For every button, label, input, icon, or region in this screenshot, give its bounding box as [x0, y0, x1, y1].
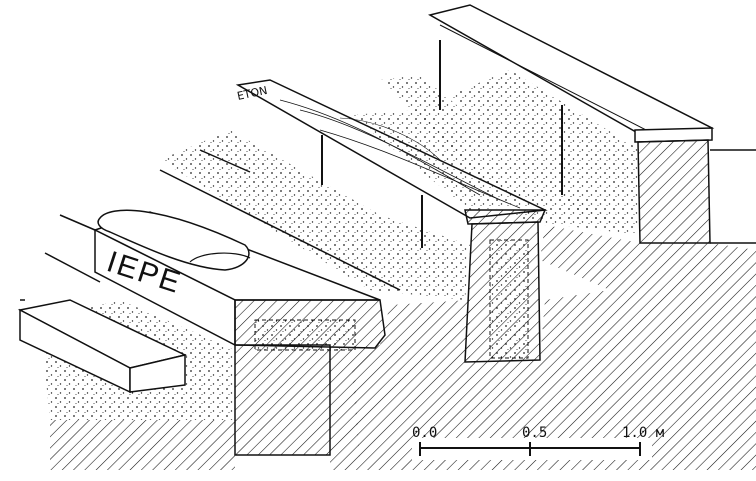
back-bench — [428, 4, 715, 244]
cushion — [97, 209, 251, 271]
middle-fill — [160, 110, 540, 300]
scale-label-10: 1.0 м — [622, 425, 665, 441]
front-ground-hatch — [50, 420, 235, 470]
loose-block — [17, 299, 188, 394]
step-edges — [20, 149, 401, 301]
upper-ground-hatch — [540, 225, 756, 290]
back-fill — [380, 70, 640, 235]
middle-ground-hatch — [352, 290, 756, 470]
scale-label-0: 0.0 — [412, 425, 437, 441]
scale-label-05: 0.5 — [522, 425, 547, 441]
scale-bar: 0.0 0.5 1.0 м — [412, 425, 665, 460]
front-foundation — [234, 344, 331, 456]
inscription-upper: ΕΤΟΝ — [236, 84, 269, 103]
